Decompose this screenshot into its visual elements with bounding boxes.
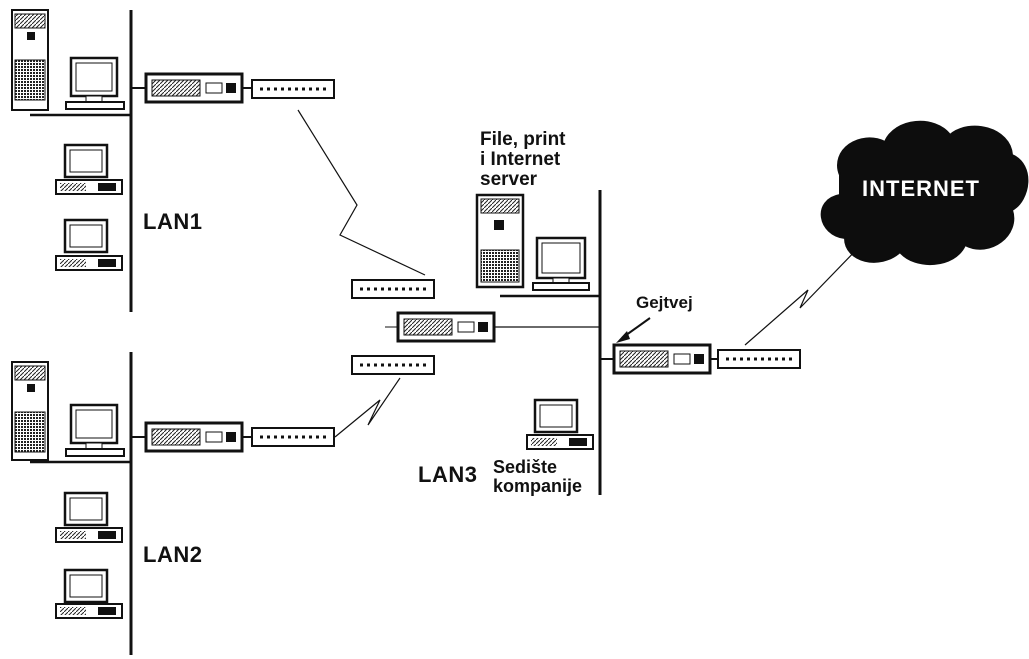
lan3-label: LAN3 bbox=[418, 463, 477, 486]
lan3-hq-pc-icon bbox=[527, 400, 593, 449]
lan3-server-tower-icon bbox=[477, 195, 523, 287]
internet-label: INTERNET bbox=[862, 177, 980, 200]
lan3-server-monitor-icon bbox=[533, 238, 589, 290]
lan2-pc-2-icon bbox=[56, 570, 122, 618]
hq-label: Sedište kompanije bbox=[493, 458, 582, 496]
lan2-modem-icon bbox=[252, 428, 334, 446]
lan3-group bbox=[477, 190, 800, 495]
lan2-router-icon bbox=[146, 423, 242, 451]
lan1-router-icon bbox=[146, 74, 242, 102]
gateway-modem-icon bbox=[718, 350, 800, 368]
lan2-pc-1-icon bbox=[56, 493, 122, 542]
central-node bbox=[352, 280, 494, 374]
server-label: File, print i Internet server bbox=[480, 130, 566, 190]
central-modem-top-icon bbox=[352, 280, 434, 298]
lan1-pc-2-icon bbox=[56, 220, 122, 270]
gateway-arrow-icon bbox=[616, 318, 650, 343]
lan1-group bbox=[12, 10, 334, 312]
central-router-icon bbox=[398, 313, 494, 341]
gateway-router-icon bbox=[614, 345, 710, 373]
wan-link-lan1 bbox=[298, 110, 425, 275]
gateway-label: Gejtvej bbox=[636, 294, 693, 312]
central-modem-bottom-icon bbox=[352, 356, 434, 374]
lan1-label: LAN1 bbox=[143, 210, 202, 233]
lan1-tower-server-icon bbox=[12, 10, 48, 110]
lan2-tower-server-icon bbox=[12, 362, 48, 460]
lan2-workstation-icon bbox=[66, 405, 124, 456]
lan2-group bbox=[12, 352, 334, 655]
wan-link-internet bbox=[745, 244, 862, 345]
lan1-modem-icon bbox=[252, 80, 334, 98]
lan1-pc-1-icon bbox=[56, 145, 122, 194]
wan-link-lan2 bbox=[335, 378, 400, 437]
lan2-label: LAN2 bbox=[143, 543, 202, 566]
lan1-workstation-icon bbox=[66, 58, 124, 109]
